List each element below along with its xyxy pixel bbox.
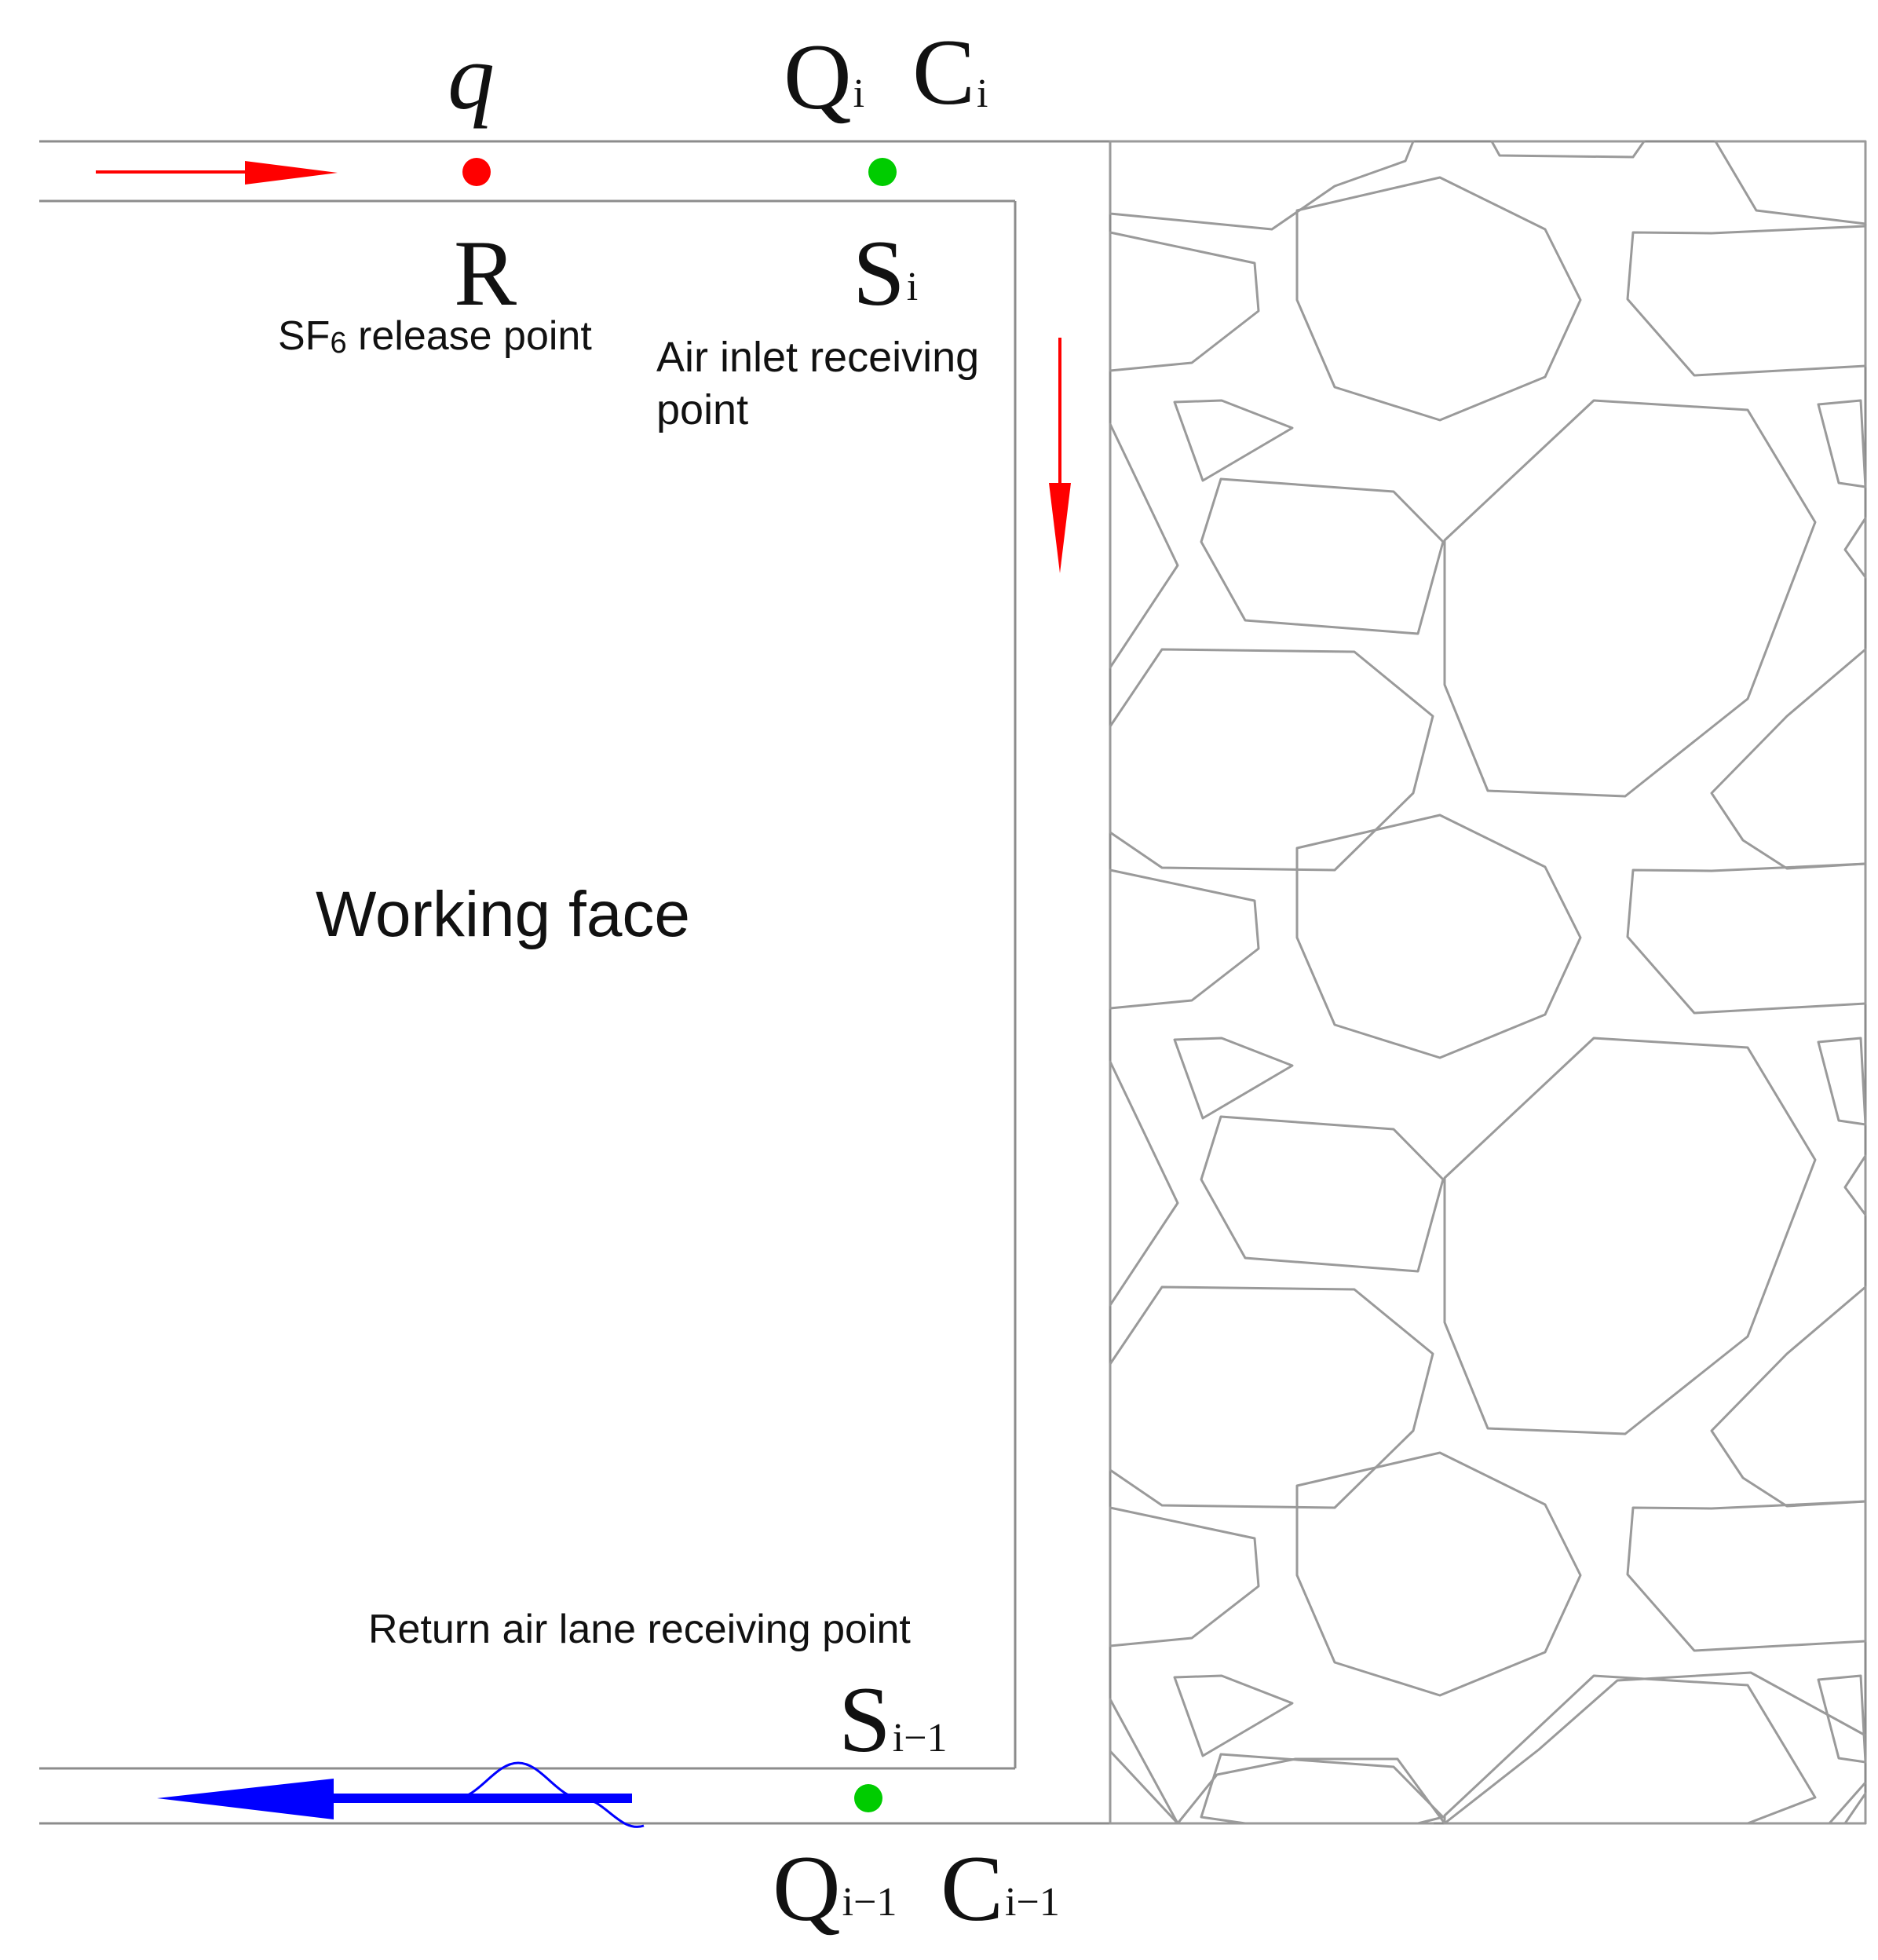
return-airflow-wave [455,1761,645,1828]
inlet-receiving-point-marker [868,158,897,186]
rock-fragment [1626,1500,1867,1652]
inlet-receiving-point-symbol: Si [853,221,918,325]
return-receiving-point-symbol: Si−1 [839,1667,948,1772]
rock-fragment [1173,1674,1294,1757]
rock-fragment [1109,1285,1434,1509]
release-rate-symbol: q [448,24,495,129]
rock-fragment [1173,399,1294,482]
rock-fragment [1443,399,1817,798]
rock-fragment [1295,1451,1582,1697]
return-receiving-point-caption: Return air lane receiving point [368,1607,911,1652]
intake-airflow-arrow [96,161,338,185]
sf6-release-point-marker [462,158,491,186]
inlet-concentration-label: Ci [912,20,988,124]
rock-fragment [1109,1506,1260,1647]
rock-fragment [1817,1037,1867,1126]
inlet-air-quantity-label: Qi [784,24,864,129]
rock-fragment [1200,477,1445,635]
rock-fragment [1443,1674,1817,1825]
rock-fragment [1109,1060,1179,1307]
rock-fragment [1200,1115,1445,1273]
rock-fragment [1109,231,1260,372]
rock-crack [1828,1782,1867,1824]
rock-fragment [1817,1674,1867,1764]
rock-fragment [1200,1753,1445,1825]
rock-fragment [1714,140,1867,225]
rock-fragment [1843,1154,1867,1216]
rock-crack [1109,1750,1179,1825]
goaf-rock-fragments [1109,140,1867,1825]
rock-fragment [1817,399,1867,488]
rock-fragment [1710,1285,1867,1508]
rock-fragment [1295,814,1582,1059]
release-point-letter: R [454,221,517,325]
working-face-label: Working face [316,879,690,950]
rock-fragment [1109,648,1434,872]
inlet-receiving-point-caption-line1: Air inlet receiving [656,334,979,381]
rock-fragment [1443,1037,1817,1435]
return-air-quantity-label: Qi−1 [773,1836,897,1940]
rock-fragment [1173,1037,1294,1120]
return-airflow-arrow [157,1761,645,1828]
rock-fragment [1626,862,1867,1015]
face-airflow-arrow [1049,338,1071,573]
rock-fragment [1295,176,1582,422]
rock-crack [1444,1671,1866,1825]
rock-fragment [1109,422,1179,669]
rock-fragment [1843,517,1867,579]
rock-fragment [1843,1792,1867,1825]
rock-fragment [1626,225,1867,377]
return-concentration-label: Ci−1 [941,1836,1060,1940]
rock-fragment [1490,140,1646,159]
rock-crack [1176,1757,1446,1824]
release-point-caption: SF6 release point [278,313,592,360]
rock-fragment [1710,648,1867,870]
rock-fragment [1109,868,1260,1010]
return-receiving-point-marker [854,1784,882,1812]
rock-fragment [1109,140,1415,231]
roadway-outline [39,140,1867,1825]
inlet-receiving-point-caption-line2: point [656,386,748,433]
